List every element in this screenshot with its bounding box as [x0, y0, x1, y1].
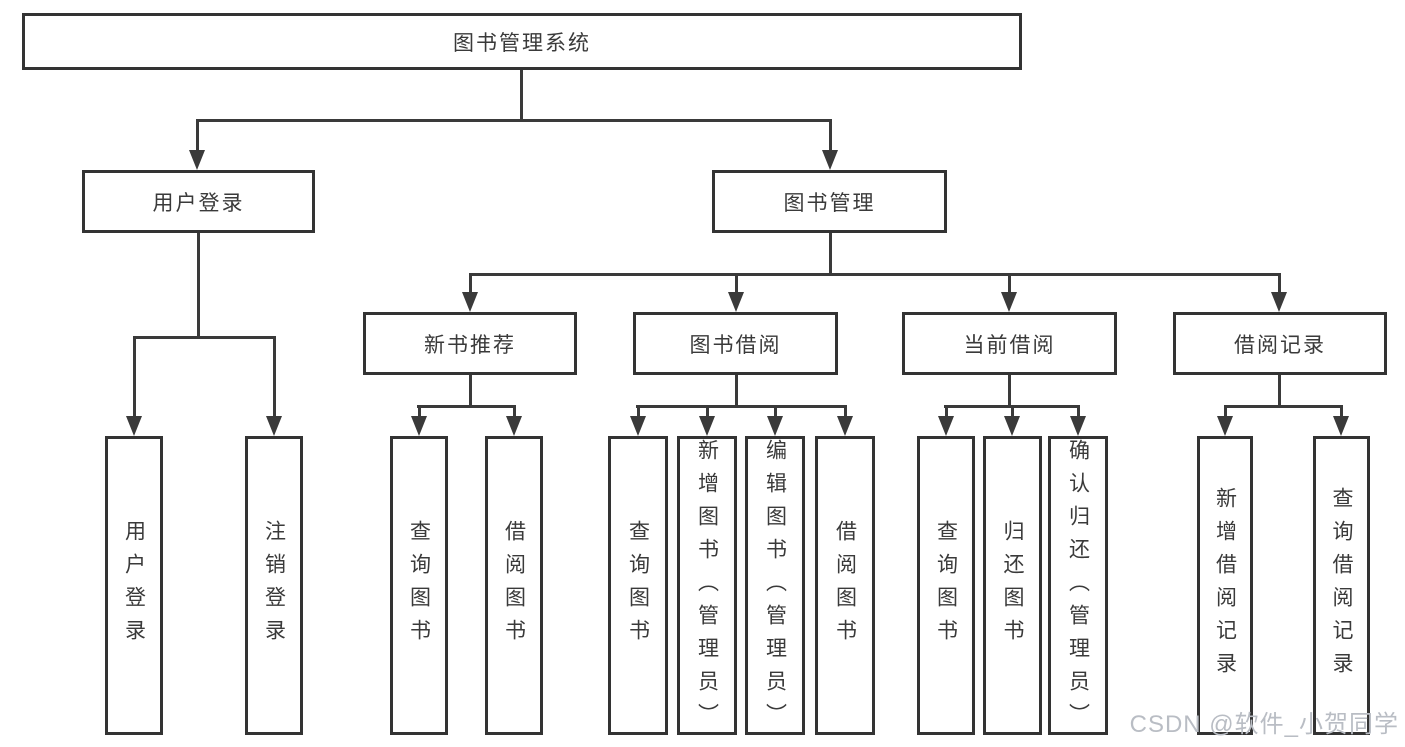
- node-new-book-recommend: 新书推荐: [363, 312, 577, 375]
- node-leaf-add-book-admin: 新增图书（管理员）: [677, 436, 737, 736]
- arrow-down-icon: [411, 416, 427, 436]
- connector-line: [469, 375, 472, 407]
- arrow-down-icon: [462, 292, 478, 312]
- arrow-down-icon: [1070, 416, 1086, 436]
- connector-line: [829, 233, 832, 275]
- connector-line: [133, 336, 275, 339]
- connector-line: [197, 233, 200, 336]
- arrow-down-icon: [1001, 292, 1017, 312]
- node-leaf-query-book-2: 查询图书: [608, 436, 668, 735]
- node-leaf-logout: 注销登录: [245, 436, 303, 735]
- node-leaf-query-book-3: 查询图书: [917, 436, 975, 735]
- arrow-down-icon: [126, 416, 142, 436]
- arrow-down-icon: [1271, 292, 1287, 312]
- arrow-down-icon: [189, 150, 205, 170]
- csdn-watermark: CSDN @软件_小贺同学: [1129, 711, 1399, 738]
- connector-line: [945, 405, 948, 418]
- arrow-down-icon: [728, 292, 744, 312]
- arrow-down-icon: [699, 416, 715, 436]
- node-leaf-borrow-book-1: 借阅图书: [485, 436, 543, 735]
- arrow-down-icon: [822, 150, 838, 170]
- arrow-down-icon: [1004, 416, 1020, 436]
- node-leaf-confirm-return-admin: 确认归还（管理员）: [1048, 436, 1108, 736]
- connector-line: [829, 119, 832, 152]
- connector-line: [1011, 405, 1014, 418]
- connector-line: [1008, 273, 1011, 295]
- connector-line: [273, 336, 276, 418]
- node-book-borrow: 图书借阅: [633, 312, 838, 375]
- node-borrow-records: 借阅记录: [1173, 312, 1387, 375]
- node-user-login: 用户登录: [82, 170, 315, 233]
- connector-line: [418, 405, 421, 418]
- arrow-down-icon: [837, 416, 853, 436]
- arrow-down-icon: [506, 416, 522, 436]
- arrow-down-icon: [1217, 416, 1233, 436]
- connector-line: [469, 273, 472, 295]
- arrow-down-icon: [938, 416, 954, 436]
- node-book-management: 图书管理: [712, 170, 947, 233]
- connector-line: [637, 405, 640, 418]
- node-leaf-query-book-1: 查询图书: [390, 436, 448, 735]
- node-leaf-borrow-book-2: 借阅图书: [815, 436, 875, 735]
- connector-line: [469, 273, 1281, 276]
- node-leaf-edit-book-admin: 编辑图书（管理员）: [745, 436, 805, 736]
- connector-line: [1278, 273, 1281, 295]
- node-leaf-user-login: 用户登录: [105, 436, 163, 735]
- connector-line: [196, 119, 831, 122]
- connector-line: [133, 336, 136, 418]
- arrow-down-icon: [1333, 416, 1349, 436]
- connector-line: [636, 405, 846, 408]
- arrow-down-icon: [767, 416, 783, 436]
- connector-line: [706, 405, 709, 418]
- node-root: 图书管理系统: [22, 13, 1022, 70]
- connector-line: [735, 273, 738, 295]
- arrow-down-icon: [266, 416, 282, 436]
- connector-line: [844, 405, 847, 418]
- node-current-borrow: 当前借阅: [902, 312, 1117, 375]
- connector-line: [417, 405, 515, 408]
- connector-line: [1224, 405, 1227, 418]
- connector-line: [1278, 375, 1281, 407]
- node-leaf-return-book: 归还图书: [983, 436, 1042, 735]
- connector-line: [774, 405, 777, 418]
- connector-line: [513, 405, 516, 418]
- connector-line: [1077, 405, 1080, 418]
- connector-line: [1340, 405, 1343, 418]
- arrow-down-icon: [630, 416, 646, 436]
- connector-line: [1224, 405, 1342, 408]
- node-leaf-query-borrow-record: 查询借阅记录: [1313, 436, 1370, 735]
- connector-line: [520, 70, 523, 119]
- node-leaf-add-borrow-record: 新增借阅记录: [1197, 436, 1253, 735]
- connector-line: [196, 119, 199, 152]
- connector-line: [1008, 375, 1011, 407]
- connector-line: [735, 375, 738, 407]
